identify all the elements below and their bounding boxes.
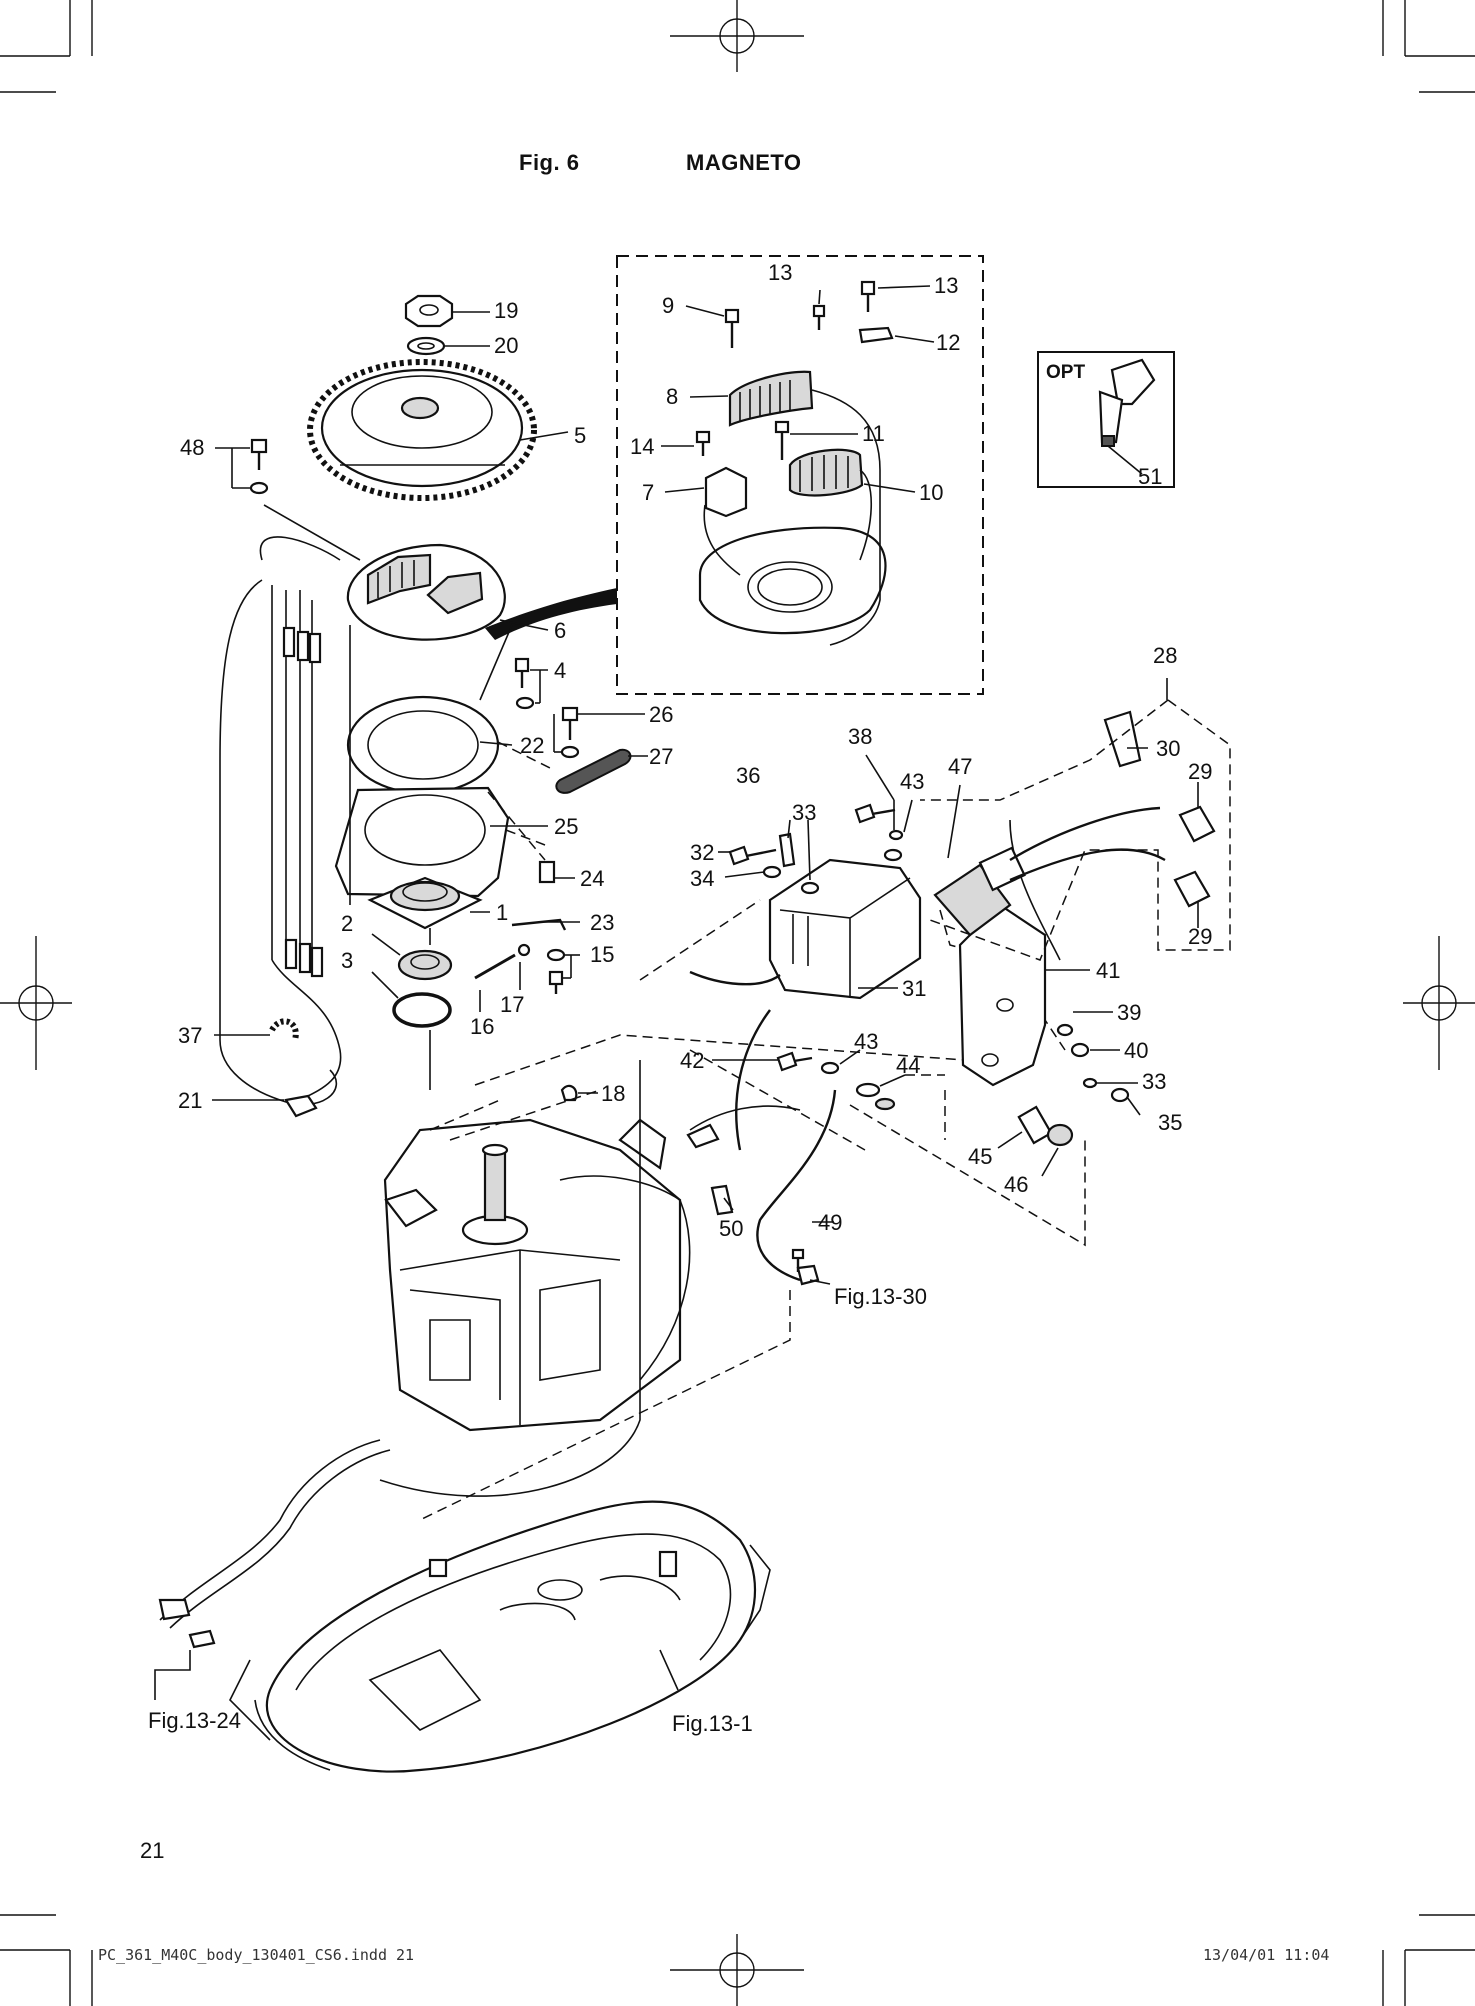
callout: 20: [494, 333, 518, 358]
callout-labels: 19 20 5 48 6 4 26 22 27 25 24 1 23 2 15 …: [178, 260, 1212, 1241]
callout: 16: [470, 1014, 494, 1039]
bottom-cowl: [229, 1500, 771, 1773]
wire-harness-left: [219, 536, 342, 1118]
callout: 44: [896, 1053, 920, 1078]
callout: 23: [590, 910, 614, 935]
callout: 42: [680, 1048, 704, 1073]
option-box: [1037, 351, 1175, 488]
callout: 18: [601, 1081, 625, 1106]
option-part-number: 51: [1138, 464, 1162, 489]
callout: 21: [178, 1088, 202, 1113]
callout: 1: [496, 900, 508, 925]
callout: 9: [662, 293, 674, 318]
callout: 31: [902, 976, 926, 1001]
figure-ref: Fig.13-30: [834, 1284, 927, 1309]
callout: 12: [936, 330, 960, 355]
callout: 19: [494, 298, 518, 323]
callout: 13: [934, 273, 958, 298]
callout: 33: [1142, 1069, 1166, 1094]
callout: 7: [642, 480, 654, 505]
callout: 32: [690, 840, 714, 865]
assembly-guide-lines: [379, 819, 1086, 1521]
callout: 4: [554, 658, 566, 683]
stator-detail-box: [616, 255, 984, 695]
callout: 28: [1153, 643, 1177, 668]
detail-arrow-icon: [485, 588, 617, 640]
print-slug-date: 13/04/01 11:04: [1203, 1946, 1330, 1964]
figure-ref: Fig.13-1: [672, 1711, 753, 1736]
print-slug-filename: PC_361_M40C_body_130401_CS6.indd 21: [98, 1946, 415, 1964]
figure-ref: Fig.13-24: [148, 1708, 241, 1733]
callout: 14: [630, 434, 654, 459]
flywheel-stack: [249, 294, 632, 1102]
cylinder-block: [383, 1118, 682, 1432]
callout: 30: [1156, 736, 1180, 761]
callout: 46: [1004, 1172, 1028, 1197]
callout: 50: [719, 1216, 743, 1241]
callout: 37: [178, 1023, 202, 1048]
callout: 45: [968, 1144, 992, 1169]
neutral-switch-wire: [154, 1439, 391, 1700]
callout: 49: [818, 1210, 842, 1235]
callout: 27: [649, 744, 673, 769]
callout: 6: [554, 618, 566, 643]
callout: 26: [649, 702, 673, 727]
figure-number: Fig. 6: [519, 150, 580, 175]
option-label: OPT: [1046, 362, 1085, 383]
callout: 40: [1124, 1038, 1148, 1063]
callout: 35: [1158, 1110, 1182, 1135]
callout: 25: [554, 814, 578, 839]
callout: 11: [862, 421, 885, 446]
leader-lines: [212, 285, 1199, 1691]
callout: 5: [574, 423, 586, 448]
callout: 33: [792, 800, 816, 825]
ignition-assembly: [686, 699, 1231, 1286]
callout: 24: [580, 866, 604, 891]
callout: 36: [736, 763, 760, 788]
inset-stator-parts: [695, 280, 894, 646]
callout: 34: [690, 866, 714, 891]
callout: 8: [666, 384, 678, 409]
figure-title: MAGNETO: [686, 150, 802, 175]
page-number: 21: [140, 1838, 165, 1863]
figure-references: Fig.13-30 Fig.13-24 Fig.13-1: [148, 1284, 927, 1736]
callout: 29: [1188, 759, 1212, 784]
callout: 22: [520, 733, 544, 758]
callout: 41: [1096, 958, 1120, 983]
callout: 13: [768, 260, 792, 285]
callout: 29: [1188, 924, 1212, 949]
callout: 38: [848, 724, 872, 749]
callout: 43: [900, 769, 924, 794]
callout: 3: [341, 948, 353, 973]
callout: 47: [948, 754, 972, 779]
callout: 39: [1117, 1000, 1141, 1025]
callout: 10: [919, 480, 943, 505]
callout: 2: [341, 911, 353, 936]
callout: 43: [854, 1029, 878, 1054]
callout: 15: [590, 942, 614, 967]
callout: 48: [180, 435, 204, 460]
callout: 17: [500, 992, 524, 1017]
